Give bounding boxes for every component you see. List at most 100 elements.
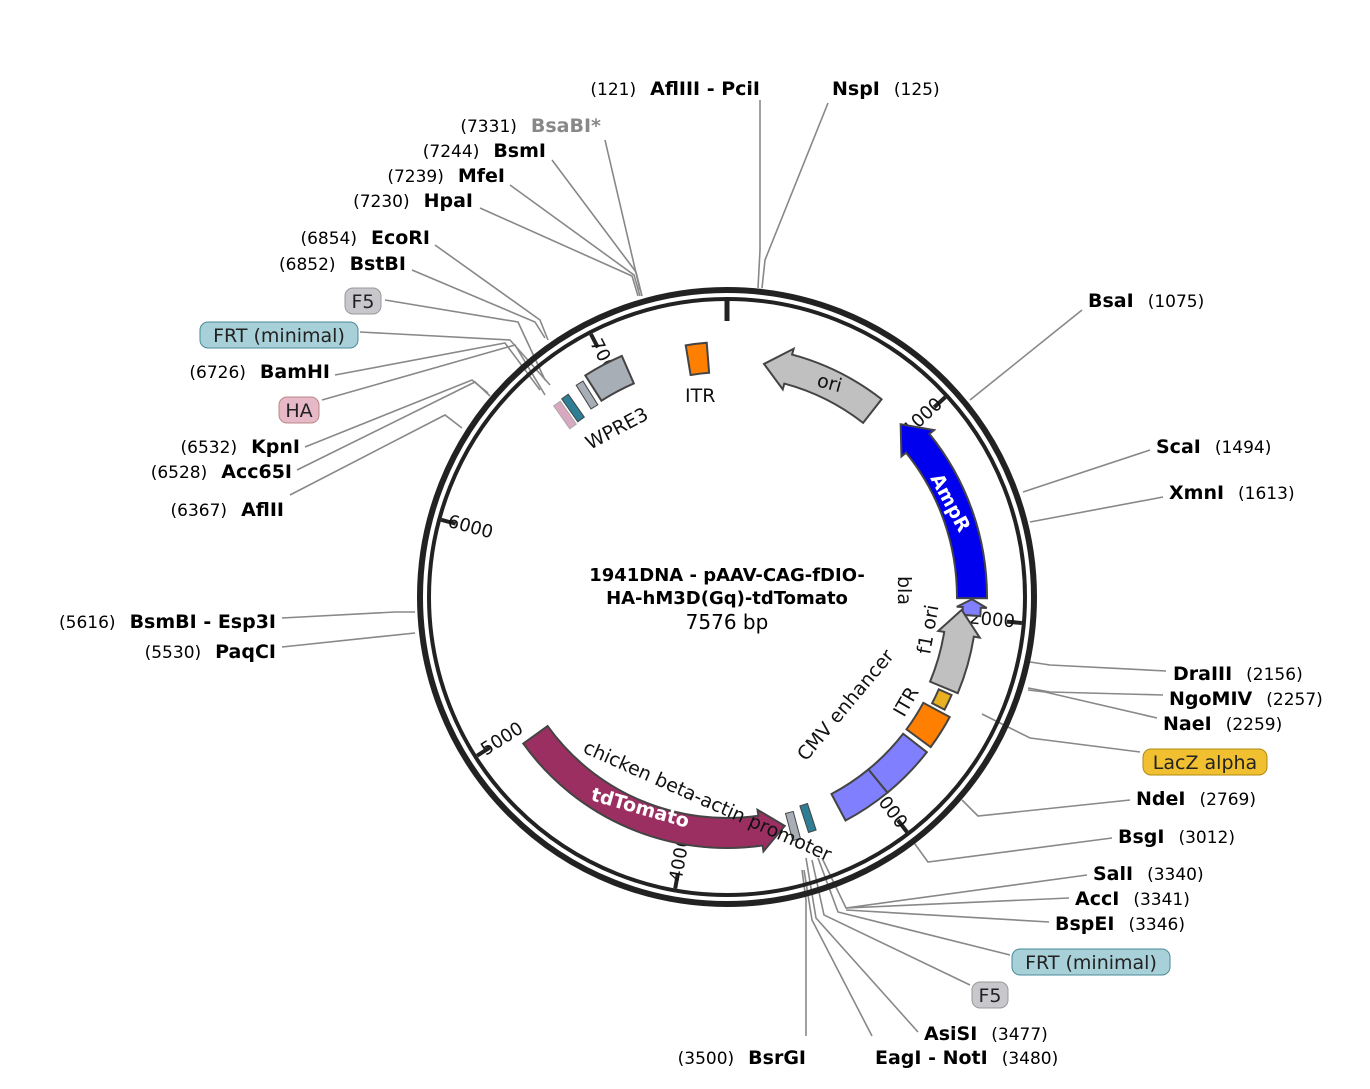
feature-label-itr-left: ITR [685, 385, 715, 407]
site-label[interactable]: NspI(125) [832, 78, 940, 100]
feature-lacz-alpha[interactable] [930, 688, 953, 711]
feature-label-wpre3: WPRE3 [582, 403, 652, 454]
leader-line [961, 799, 1131, 817]
tick-mark [589, 333, 600, 349]
site-label[interactable]: (6852)BstBI [279, 253, 406, 275]
leader-line [281, 611, 415, 619]
badge-label: FRT (minimal) [213, 325, 345, 347]
f5-marker[interactable] [575, 380, 599, 410]
site-label[interactable]: BsgI(3012) [1118, 826, 1235, 848]
site-label[interactable]: AsiSI(3477) [924, 1023, 1048, 1045]
leader-line [1027, 689, 1158, 719]
features [521, 341, 988, 854]
leader-line [604, 139, 641, 291]
site-label[interactable]: (6532)KpnI [181, 436, 300, 458]
leader-line [321, 344, 546, 401]
site-label[interactable]: NdeI(2769) [1136, 788, 1256, 810]
feature-ampr[interactable] [899, 422, 988, 600]
tick-mark [673, 873, 680, 889]
feature-itr[interactable] [684, 341, 711, 377]
site-label[interactable]: BspEI(3346) [1055, 913, 1185, 935]
leader-line [509, 184, 641, 297]
leader-line [551, 159, 643, 297]
site-label[interactable]: AccI(3341) [1075, 888, 1190, 910]
feature-label-cmv-enhancer: CMV enhancer [793, 645, 899, 765]
leader-line [845, 909, 1050, 923]
ha-marker[interactable] [552, 400, 578, 430]
frt-marker[interactable] [799, 802, 817, 834]
outer-ring [417, 287, 1037, 907]
leader-line [845, 897, 1070, 909]
tick-label: 6000 [445, 511, 495, 543]
feature-bla[interactable] [956, 598, 988, 618]
badge-label: F5 [351, 291, 374, 313]
leader-line [281, 632, 416, 648]
leader-line [296, 381, 491, 471]
feature-label-bla: bla [893, 576, 915, 605]
site-label[interactable]: (6854)EcoRI [300, 227, 430, 249]
site-label[interactable]: (7239)MfeI [387, 165, 505, 187]
leader-line [289, 414, 463, 496]
site-label[interactable]: (7331)BsaBI* [460, 115, 601, 137]
leader-line [969, 309, 1083, 401]
site-label[interactable]: EagI - NotI(3480) [875, 1047, 1058, 1069]
leader-line [384, 299, 546, 381]
badge-label: FRT (minimal) [1025, 952, 1157, 974]
site-label[interactable]: (6367)AflII [171, 499, 284, 521]
feature-wpre3[interactable] [583, 354, 636, 403]
feature-badges: LacZ alpha FRT (minimal) F5 F5 FRT (mini… [199, 287, 1268, 1009]
leader-line [757, 100, 761, 289]
leader-line [803, 869, 873, 1037]
feature-tdtomato[interactable] [521, 724, 787, 854]
plasmid-title-line1: 1941DNA - pAAV-CAG-fDIO- [589, 565, 865, 586]
badge-frt-minimal-left[interactable]: FRT (minimal) [199, 321, 359, 349]
badge-f5-left[interactable]: F5 [344, 287, 382, 315]
site-label[interactable]: (6726)BamHI [189, 361, 330, 383]
site-label[interactable]: BsaI(1075) [1088, 290, 1204, 312]
site-label[interactable]: ScaI(1494) [1156, 436, 1271, 458]
tick-mark [1006, 619, 1023, 625]
badge-lacz-alpha[interactable]: LacZ alpha [1142, 748, 1268, 776]
site-labels-left: (7331)BsaBI* (7244)BsmI (7239)MfeI (7230… [59, 115, 601, 663]
leader-line [434, 244, 549, 341]
site-label[interactable]: (5616)BsmBI - Esp3I [59, 611, 276, 633]
leader-line [801, 869, 807, 1036]
badge-label: F5 [978, 985, 1001, 1007]
tick-label: 5000 [477, 718, 527, 760]
badge-frt-minimal-right[interactable]: FRT (minimal) [1011, 948, 1171, 976]
site-label[interactable]: (7244)BsmI [423, 140, 546, 162]
leader-line [811, 859, 971, 986]
leader-line [304, 379, 489, 448]
badge-f5-right[interactable]: F5 [971, 981, 1009, 1009]
leader-line [1022, 449, 1151, 493]
site-label[interactable]: XmnI(1613) [1169, 482, 1295, 504]
plasmid-length: 7576 bp [686, 610, 769, 634]
site-label[interactable]: SalI(3340) [1093, 863, 1204, 885]
badge-label: HA [285, 400, 312, 422]
frt-marker[interactable] [560, 393, 586, 423]
feature-itr[interactable] [905, 701, 952, 749]
tick-mark [932, 395, 947, 409]
site-label[interactable]: (6528)Acc65I [151, 461, 292, 483]
leader-line [479, 207, 639, 297]
leader-line [411, 269, 546, 339]
leader-line [911, 837, 1113, 863]
site-label[interactable]: NaeI(2259) [1163, 713, 1282, 735]
f5-marker[interactable] [784, 810, 802, 842]
tick-mark [440, 517, 457, 526]
leader-lines [281, 100, 1167, 1037]
site-label[interactable]: NgoMIV(2257) [1169, 688, 1323, 710]
leader-line [1027, 687, 1164, 696]
feature-ori[interactable] [762, 346, 883, 425]
site-label[interactable]: (121)AflIII - PciI [590, 78, 760, 100]
leader-line [1029, 496, 1164, 523]
feature-f1-ori[interactable] [928, 608, 982, 695]
feature-chicken-beta-actin-promoter[interactable] [830, 768, 889, 822]
tick-mark [476, 745, 491, 758]
site-label[interactable]: (7230)HpaI [353, 190, 473, 212]
site-label[interactable]: (5530)PaqCI [145, 641, 276, 663]
site-label[interactable]: DraIII(2156) [1173, 663, 1303, 685]
badge-ha[interactable]: HA [278, 396, 320, 424]
site-label[interactable]: (3500)BsrGI [678, 1047, 806, 1069]
plasmid-title-line2: HA-hM3D(Gq)-tdTomato [606, 588, 848, 609]
